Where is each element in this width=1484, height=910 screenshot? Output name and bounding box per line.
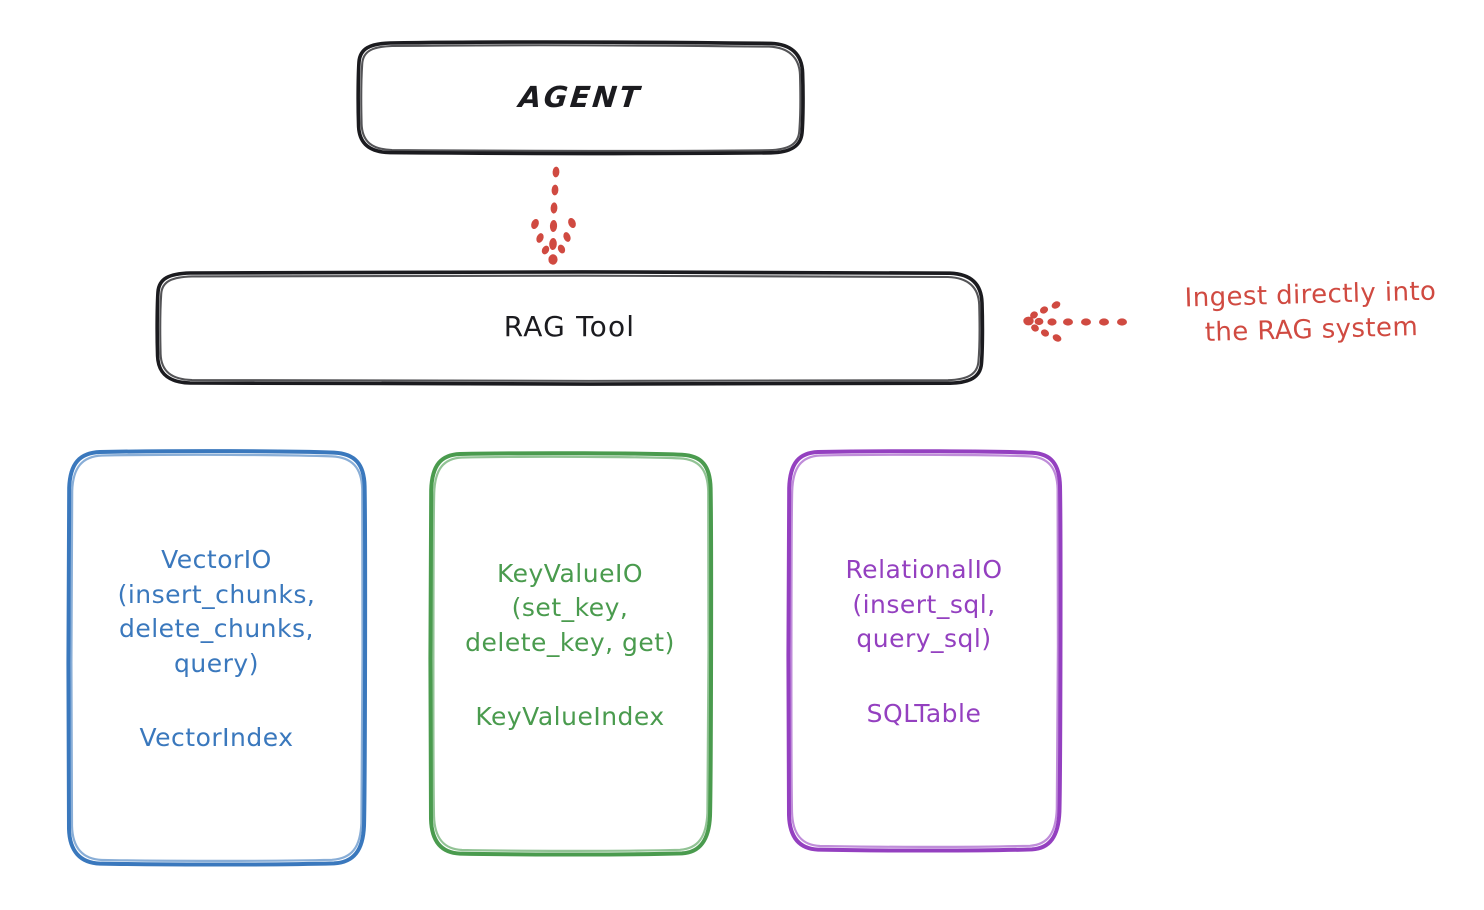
ingest-to-rag-tool-arrow [1023, 301, 1127, 342]
vector-io-api-label: VectorIO (insert_chunks, delete_chunks, … [117, 545, 316, 678]
relational-io-node[interactable]: RelationalIO (insert_sql, query_sql) SQL… [788, 450, 1060, 850]
rag-tool-box-outline [155, 270, 985, 386]
key-value-io-content: KeyValueIO (set_key, delete_key, get) Ke… [430, 557, 710, 735]
vector-io-content: VectorIO (insert_chunks, delete_chunks, … [68, 543, 365, 756]
rag-tool-label: RAG Tool [503, 310, 636, 344]
sql-table-label: SQLTable [866, 698, 982, 728]
agent-box-outline [356, 40, 805, 156]
vector-io-node[interactable]: VectorIO (insert_chunks, delete_chunks, … [68, 450, 365, 865]
relational-io-content: RelationalIO (insert_sql, query_sql) SQL… [788, 553, 1060, 731]
relational-io-api-label: RelationalIO (insert_sql, query_sql) [845, 555, 1003, 653]
vector-index-label: VectorIndex [139, 723, 294, 753]
key-value-io-node[interactable]: KeyValueIO (set_key, delete_key, get) Ke… [430, 452, 710, 855]
rag-tool-node[interactable]: RAG Tool [157, 272, 982, 383]
agent-label: AGENT [517, 80, 644, 115]
relational-io-box-outline [786, 449, 1063, 853]
key-value-io-api-label: KeyValueIO (set_key, delete_key, get) [465, 558, 675, 657]
agent-to-rag-tool-arrow [531, 166, 576, 265]
agent-node[interactable]: AGENT [358, 42, 803, 153]
vector-io-box-outline [66, 449, 368, 867]
ingest-annotation-text: Ingest directly into the RAG system [1184, 276, 1437, 349]
key-value-io-box-outline [428, 451, 714, 857]
key-value-index-label: KeyValueIndex [475, 702, 665, 731]
